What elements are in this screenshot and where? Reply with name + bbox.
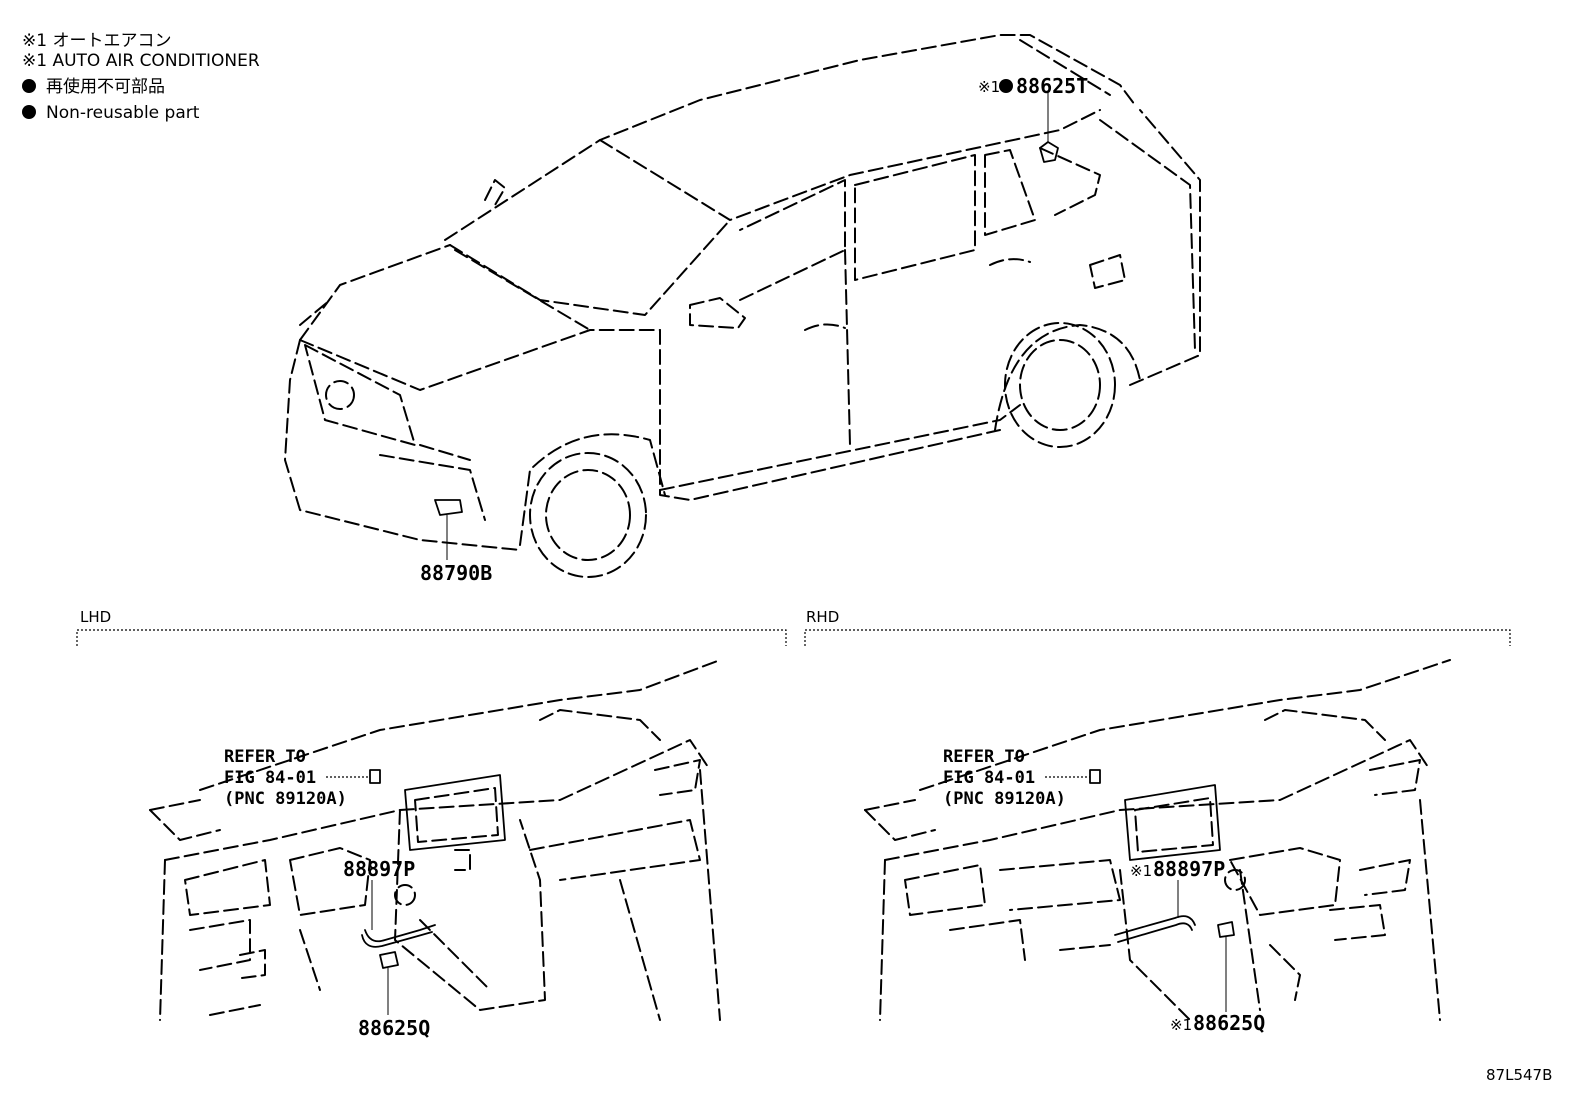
lhd-refer-line3: (PNC 89120A) bbox=[224, 789, 347, 809]
lhd-dashboard-illustration bbox=[149, 659, 721, 1021]
rhd-hose-88897P bbox=[1114, 880, 1196, 943]
rhd-refer-line2: FIG 84-01 bbox=[943, 768, 1035, 788]
bullet-icon bbox=[22, 79, 36, 93]
lhd-part-88625Q-label: 88625Q bbox=[358, 1016, 430, 1040]
rhd-refer-part bbox=[1089, 769, 1101, 784]
lhd-sensor-88625Q bbox=[379, 951, 399, 1015]
lhd-part-88897P-label: 88897P bbox=[343, 857, 415, 881]
rhd-refer-line3: (PNC 89120A) bbox=[943, 789, 1066, 809]
rhd-part-88897P-prefix: ※1 bbox=[1130, 862, 1152, 880]
lhd-refer-part bbox=[369, 769, 381, 784]
sensor-88790B bbox=[434, 499, 463, 560]
part-88625T-prefix: ※1 bbox=[978, 78, 1000, 96]
rhd-dashboard-illustration bbox=[864, 659, 1451, 1021]
lhd-hose-88897P bbox=[361, 880, 436, 948]
lhd-refer-line1: REFER TO bbox=[224, 747, 306, 767]
legend-nonreusable-jp: 再使用不可部品 bbox=[46, 77, 165, 97]
section-rhd-bracket bbox=[804, 629, 1511, 646]
rhd-sensor-88625Q bbox=[1217, 921, 1235, 1012]
rhd-part-88625Q-prefix: ※1 bbox=[1170, 1016, 1192, 1034]
rhd-part-88625Q-label: 88625Q bbox=[1193, 1011, 1265, 1035]
legend-note-jp: ※1 オートエアコン bbox=[22, 31, 172, 51]
rhd-part-88897P-label: 88897P bbox=[1153, 857, 1225, 881]
vehicle-illustration bbox=[284, 34, 1201, 578]
rhd-refer-line1: REFER TO bbox=[943, 747, 1025, 767]
legend-nonreusable-jp-row: 再使用不可部品 bbox=[22, 74, 260, 100]
figure-code: 87L547B bbox=[1486, 1066, 1552, 1084]
legend-note-en: ※1 AUTO AIR CONDITIONER bbox=[22, 51, 260, 71]
lhd-refer-line2: FIG 84-01 bbox=[224, 768, 316, 788]
legend-nonreusable-en-row: Non-reusable part bbox=[22, 100, 260, 126]
section-lhd-title: LHD bbox=[80, 608, 111, 626]
part-88790B-label: 88790B bbox=[420, 561, 492, 585]
legend: ※1 オートエアコン ※1 AUTO AIR CONDITIONER 再使用不可… bbox=[22, 28, 260, 126]
section-lhd-bracket bbox=[76, 629, 787, 646]
sensor-88625T bbox=[1039, 92, 1059, 163]
part-88625T-label: 88625T bbox=[1016, 74, 1088, 98]
section-rhd-title: RHD bbox=[806, 608, 839, 626]
legend-nonreusable-en: Non-reusable part bbox=[46, 103, 200, 123]
nonreusable-bullet-icon bbox=[999, 79, 1013, 93]
bullet-icon bbox=[22, 105, 36, 119]
